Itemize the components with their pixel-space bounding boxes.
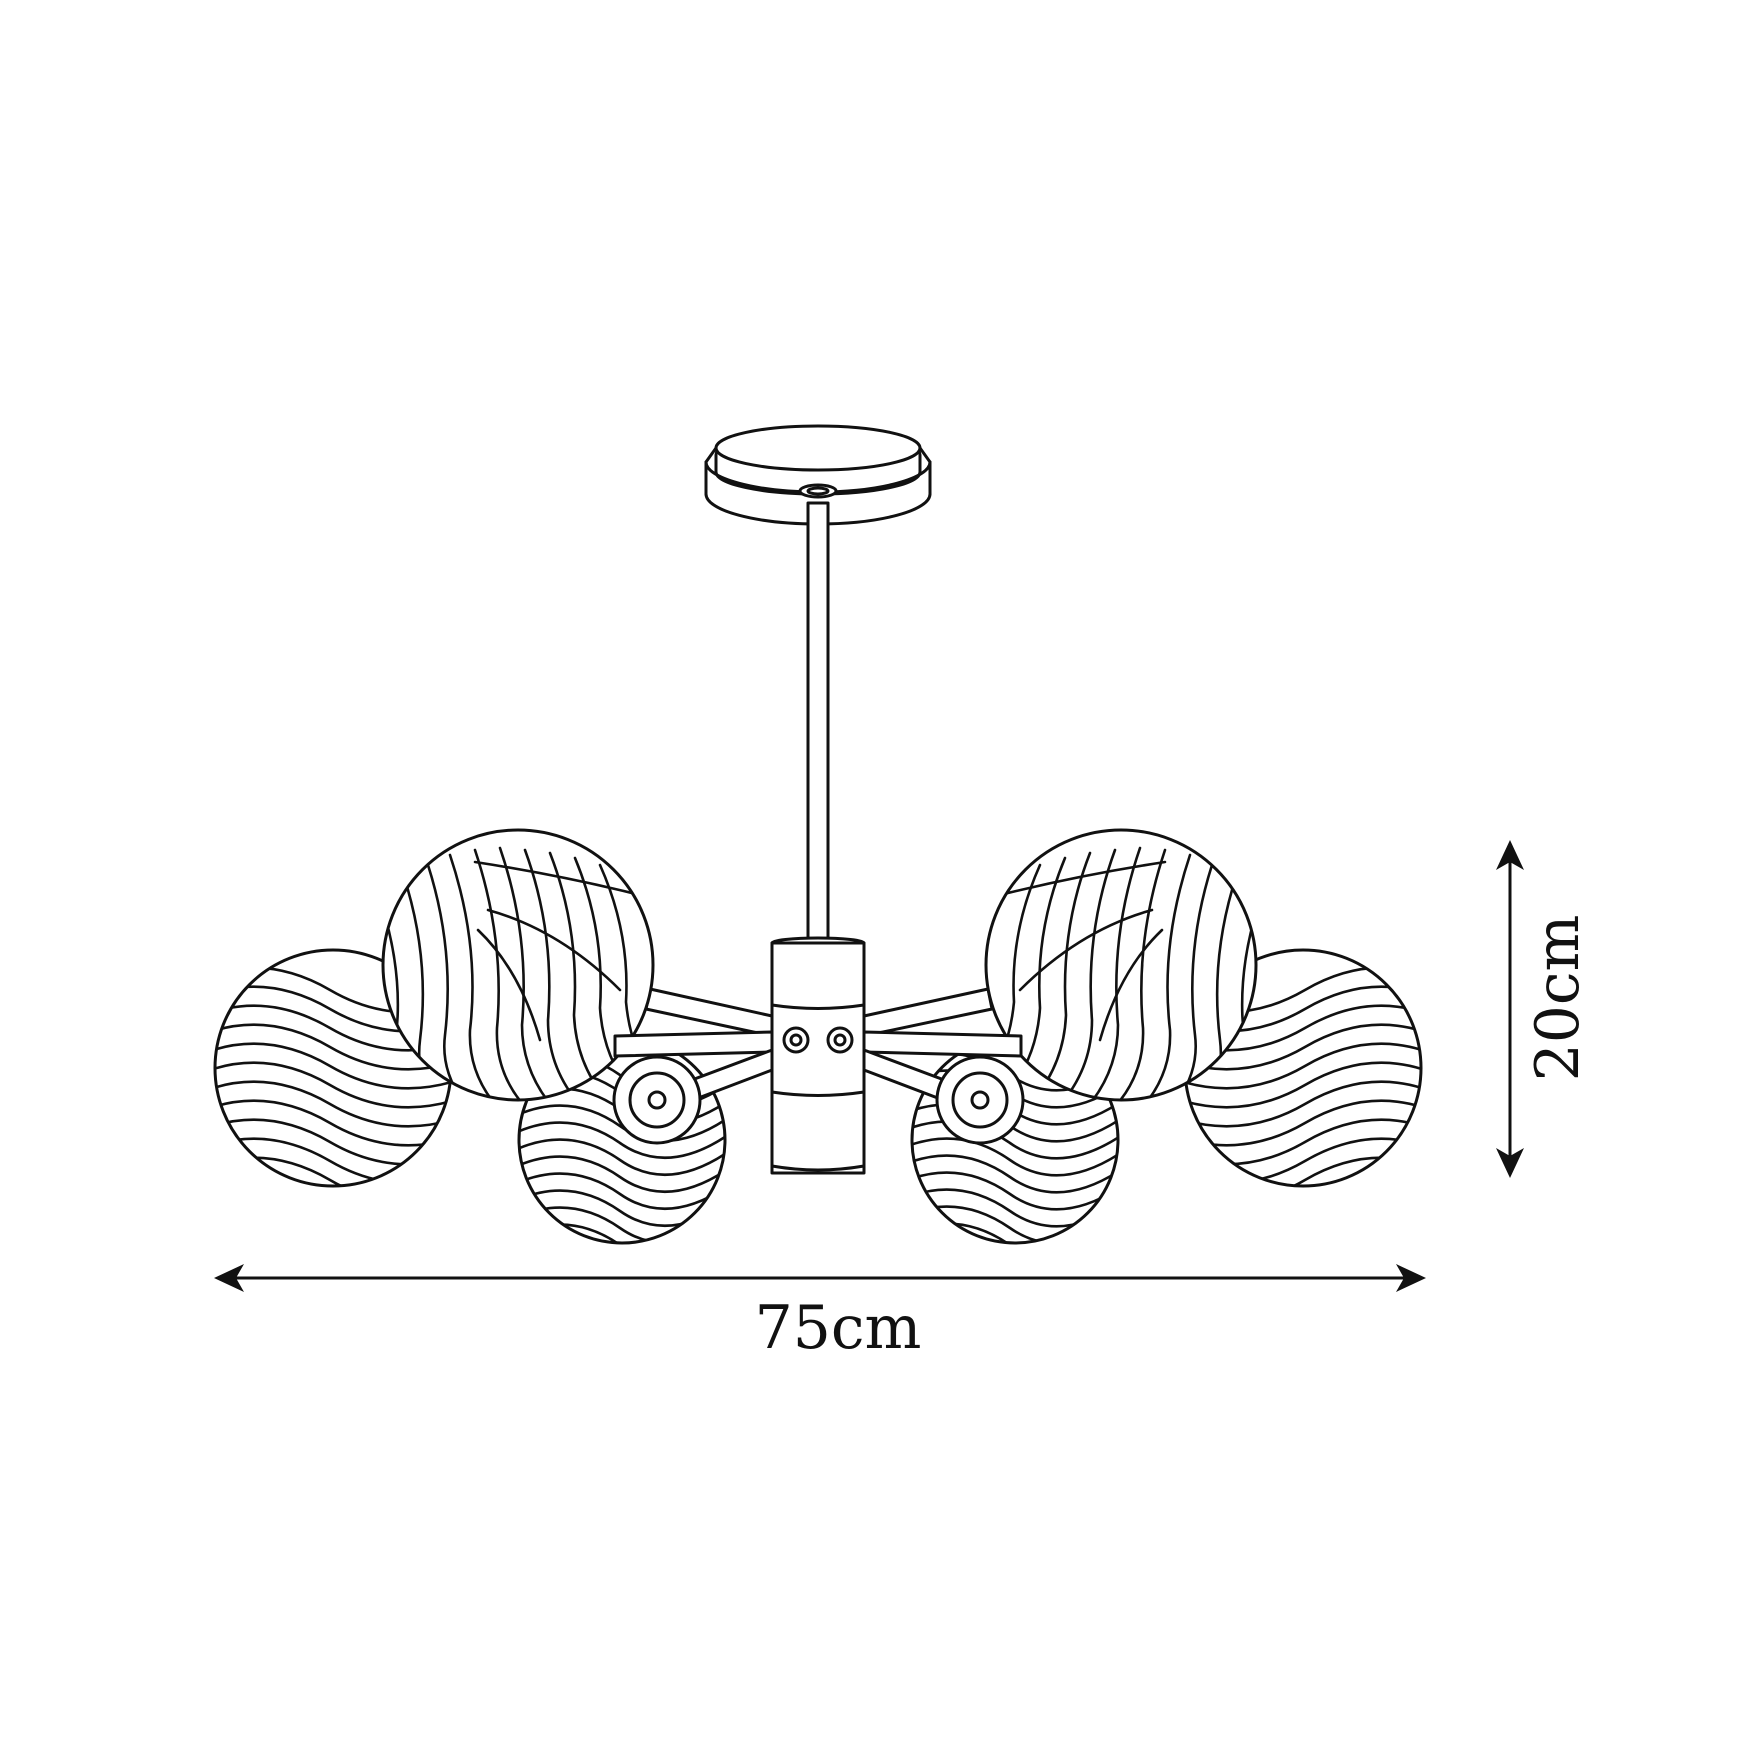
top-right-globe [984,828,1258,1102]
width-label: 75cm [755,1293,922,1363]
arm-back-right [862,1030,1023,1058]
width-arrow-right-icon [1396,1264,1426,1292]
width-dimension: 75cm [214,1264,1426,1363]
socket-cup-left [612,1055,702,1145]
height-label: 20cm [1523,915,1593,1082]
height-dimension: 20cm [1496,840,1593,1178]
socket-cup-right [935,1055,1025,1145]
height-arrow-top-icon [1496,840,1524,870]
height-arrow-bottom-icon [1496,1148,1524,1178]
arm-upper-left [644,987,774,1038]
width-arrow-left-icon [214,1264,244,1292]
arm-back-left [613,1030,774,1058]
central-body [770,501,866,1175]
arm-upper-right [862,987,994,1038]
ceiling-canopy [704,424,932,526]
top-left-globe [381,828,655,1102]
